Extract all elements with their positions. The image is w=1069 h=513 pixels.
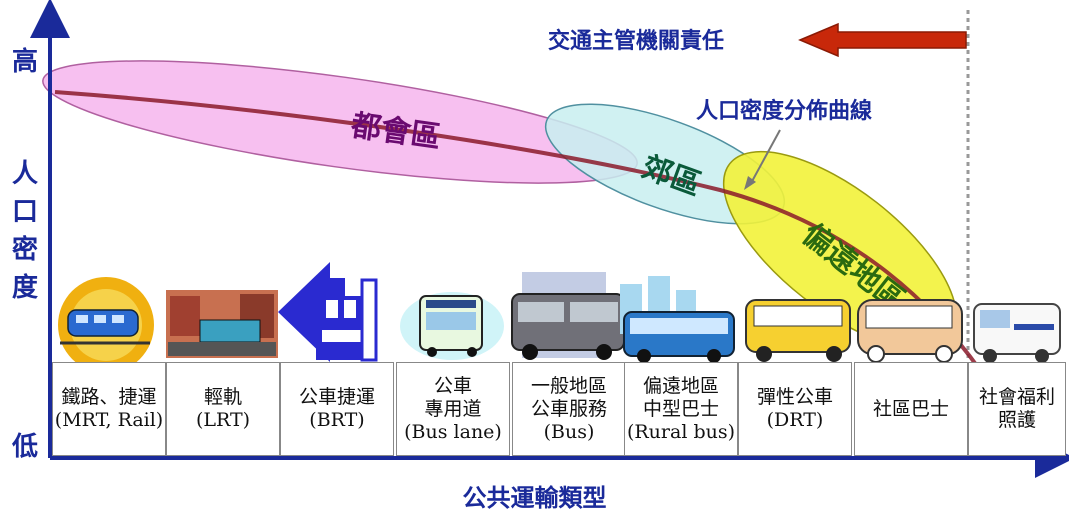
bus-lane-icon xyxy=(400,292,504,360)
community-bus-icon xyxy=(857,299,963,363)
category-cell: 彈性公車(DRT) xyxy=(738,362,852,456)
category-cell: 公車專用道(Bus lane) xyxy=(396,362,510,456)
category-label-line: 專用道 xyxy=(424,397,482,420)
y-axis-title-char: 口 xyxy=(12,197,38,227)
category-label-line: (DRT) xyxy=(766,409,824,431)
density-curve-label: 人口密度分佈曲線 xyxy=(696,98,872,124)
responsibility-label: 交通主管機關責任 xyxy=(548,28,724,54)
y-axis-high-label: 高 xyxy=(12,46,38,77)
train-icon xyxy=(58,277,154,373)
category-label-line: 偏遠地區 xyxy=(642,374,719,397)
category-label-line: (Rural bus) xyxy=(626,420,736,443)
y-axis-title-char: 度 xyxy=(12,272,38,303)
pointer-arrowhead-icon xyxy=(744,176,756,190)
category-label-line: (LRT) xyxy=(195,409,251,431)
pointer-line xyxy=(749,129,781,186)
category-label-line: (Bus lane) xyxy=(404,420,502,443)
category-cell: 一般地區公車服務(Bus) xyxy=(512,362,626,456)
category-cell: 鐵路、捷運(MRT, Rail) xyxy=(52,362,166,456)
y-axis-title-char: 密 xyxy=(12,234,38,265)
category-label-line: (BRT) xyxy=(309,409,365,431)
category-label-line: 照護 xyxy=(997,409,1036,431)
category-cell: 社會福利照護 xyxy=(968,362,1066,456)
brt-icon xyxy=(278,262,378,362)
drt-van-icon xyxy=(745,299,851,362)
category-label-line: 彈性公車 xyxy=(756,386,833,408)
category-label-line: (MRT, Rail) xyxy=(54,409,164,431)
category-label-line: 公車捷運 xyxy=(298,386,375,408)
tram-icon xyxy=(166,290,278,358)
x-axis-title: 公共運輸類型 xyxy=(462,484,607,512)
category-label-line: 一般地區 xyxy=(530,374,607,397)
category-label-line: (Bus) xyxy=(543,420,595,443)
left-arrow-icon xyxy=(798,22,967,58)
category-label-line: 公車服務 xyxy=(530,397,607,420)
category-cell: 輕軌(LRT) xyxy=(166,362,280,456)
ambulance-icon xyxy=(973,303,1061,363)
category-cell: 公車捷運(BRT) xyxy=(280,362,394,456)
category-cell: 偏遠地區中型巴士(Rural bus) xyxy=(624,362,738,456)
category-label-line: 中型巴士 xyxy=(642,397,719,420)
category-label-line: 社會福利 xyxy=(978,386,1055,408)
category-cell: 社區巴士 xyxy=(854,362,968,456)
category-label-line: 輕軌 xyxy=(203,386,242,408)
y-axis-title-char: 人 xyxy=(12,159,38,189)
rural-bus-icon xyxy=(620,276,735,363)
y-axis-low-label: 低 xyxy=(11,432,38,462)
category-label-line: 鐵路、捷運 xyxy=(61,386,157,408)
y-axis-title: 人口密度 xyxy=(12,159,38,303)
category-label-line: 公車 xyxy=(433,374,472,397)
city-bus-icon xyxy=(511,272,625,360)
category-label-line: 社區巴士 xyxy=(872,397,949,420)
